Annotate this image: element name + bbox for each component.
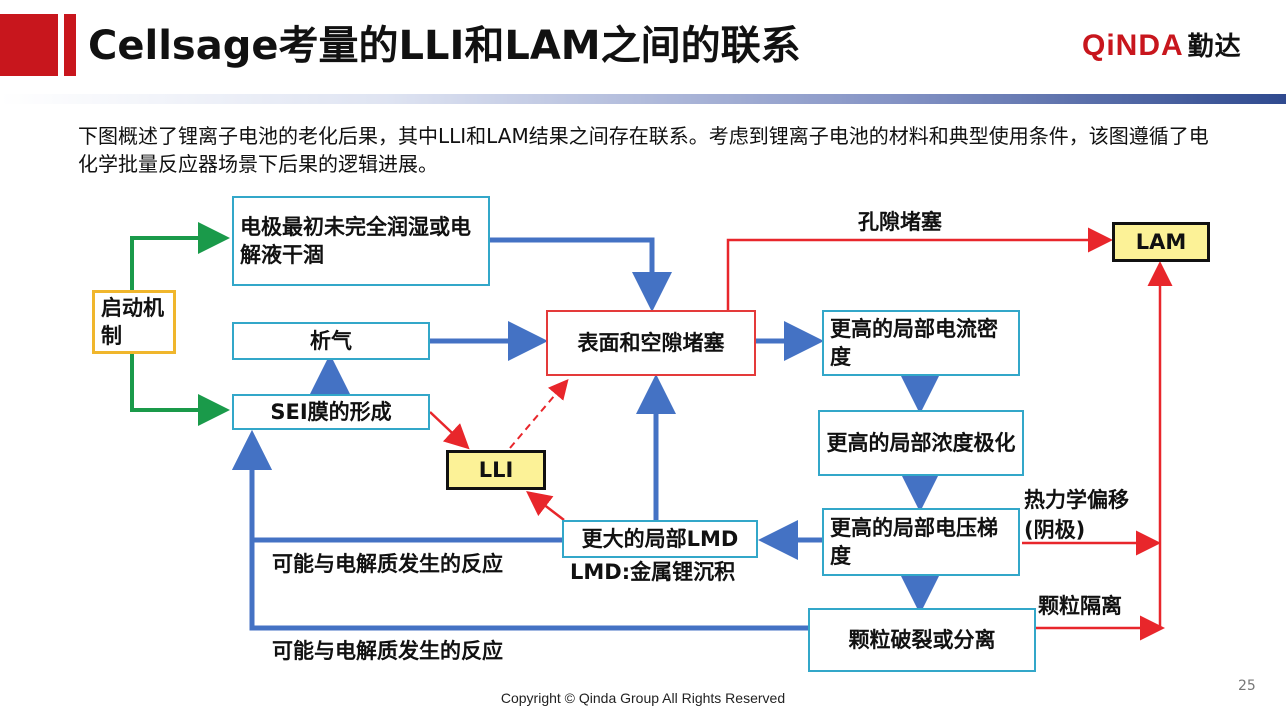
header-red-bar [64, 14, 76, 76]
arrow-trigger-to-sei [130, 354, 230, 426]
node-lam: LAM [1112, 222, 1210, 262]
intro-paragraph: 下图概述了锂离子电池的老化后果，其中LLI和LAM结果之间存在联系。考虑到锂离子… [78, 124, 1209, 176]
logo-cn: 勤达 [1187, 31, 1242, 61]
label-pore-clog: 孔隙堵塞 [858, 210, 942, 234]
label-thermo-line1: 热力学偏移 [1024, 488, 1129, 512]
node-concentration: 更高的局部浓度极化 [818, 410, 1024, 476]
arrow-cracking-to-sei [232, 430, 808, 631]
label-thermo-line2: (阴极) [1024, 518, 1086, 542]
arrow-sei-to-lli [429, 411, 470, 450]
node-gassing: 析气 [232, 322, 430, 360]
node-lli: LLI [446, 450, 546, 490]
node-trigger: 启动机制 [92, 290, 176, 354]
node-lmd-large: 更大的局部LMD [562, 520, 758, 558]
label-side-reaction-2: 可能与电解质发生的反应 [272, 639, 503, 663]
page-title: Cellsage考量的LLI和LAM之间的联系 [88, 23, 801, 69]
arrow-lli-to-surface-dashed [509, 378, 569, 449]
label-particle-isolation: 颗粒隔离 [1038, 594, 1122, 618]
label-side-reaction-1: 可能与电解质发生的反应 [272, 552, 503, 576]
header-gradient-band [0, 94, 1286, 104]
arrow-lmd-to-lli [526, 490, 565, 521]
label-lmd-definition: LMD:金属锂沉积 [570, 560, 736, 584]
arrow-surface-to-lam [726, 227, 1113, 310]
node-cracking: 颗粒破裂或分离 [808, 608, 1036, 672]
header-red-block [0, 14, 58, 76]
node-sei: SEI膜的形成 [232, 394, 430, 430]
arrow-wetting-to-surface [490, 237, 672, 312]
arrow-trigger-to-wetting [130, 222, 230, 290]
node-current-density: 更高的局部电流密度 [822, 310, 1020, 376]
node-voltage-gradient: 更高的局部电压梯度 [822, 508, 1020, 576]
logo-latin: QiNDA [1082, 29, 1184, 62]
page-number: 25 [1238, 678, 1256, 694]
node-wetting: 电极最初未完全润湿或电解液干涸 [232, 196, 490, 286]
copyright-footer: Copyright © Qinda Group All Rights Reser… [500, 690, 786, 706]
node-surface-clog: 表面和空隙堵塞 [546, 310, 756, 376]
